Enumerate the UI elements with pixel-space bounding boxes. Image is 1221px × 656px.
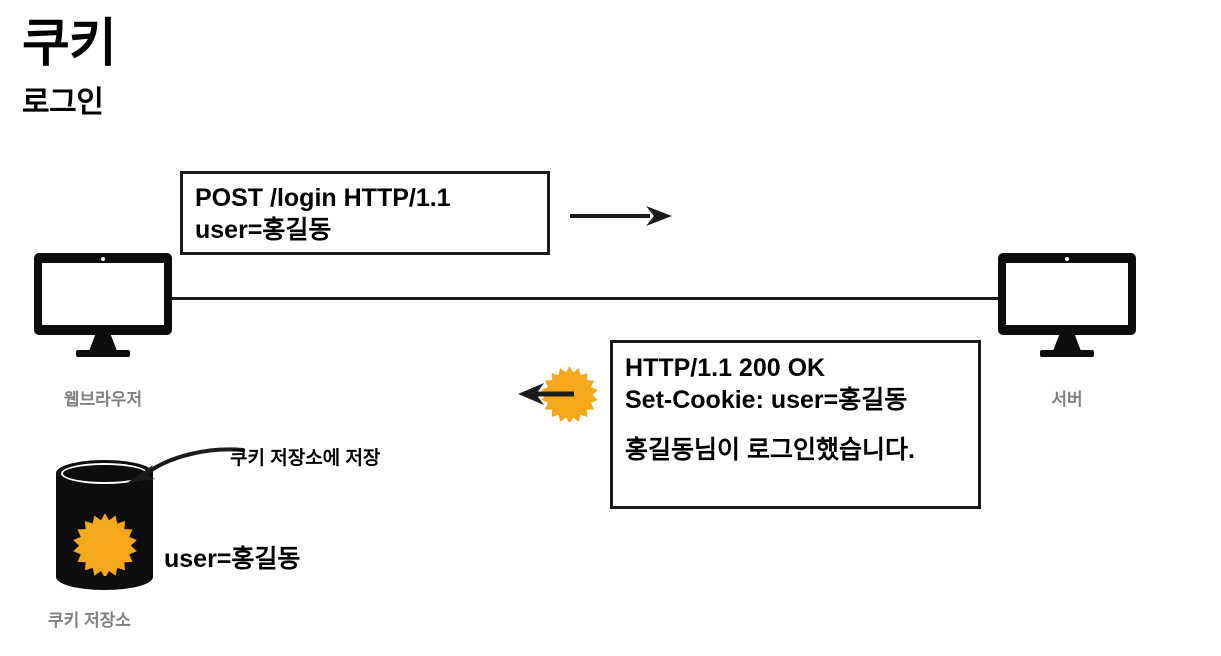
server-label: 서버 [1051, 390, 1083, 409]
browser-monitor-icon [34, 253, 172, 358]
response-set-cookie-line: Set-Cookie: user=홍길동 [625, 386, 908, 414]
request-path-bold: /login [270, 184, 337, 212]
response-arrow-icon [518, 383, 574, 405]
response-blank-line [625, 416, 966, 434]
http-request-box: POST /login HTTP/1.1 user=홍길동 [180, 171, 550, 255]
monitor-stand-neck [89, 335, 117, 351]
request-version: HTTP/1.1 [336, 184, 451, 212]
cookie-storage-label: 쿠키 저장소 [48, 611, 131, 630]
monitor-webcam-dot [101, 257, 105, 261]
response-status-line: HTTP/1.1 200 OK [625, 354, 826, 382]
http-response-box: HTTP/1.1 200 OK Set-Cookie: user=홍길동 홍길동… [610, 340, 981, 509]
cookie-value-label: user=홍길동 [164, 545, 301, 573]
request-line-2: user=홍길동 [195, 216, 332, 244]
network-link-line [170, 297, 1000, 300]
monitor-screen [1006, 263, 1128, 325]
monitor-stand-base [76, 350, 130, 357]
monitor-webcam-dot [1065, 257, 1069, 261]
monitor-screen [42, 263, 164, 325]
request-method-plain: POST [195, 184, 271, 212]
browser-label: 웹브라우저 [63, 390, 143, 409]
page-subtitle: 로그인 [22, 86, 104, 119]
store-note-label: 쿠키 저장소에 저장 [230, 448, 381, 469]
request-line-1: POST /login HTTP/1.1 [195, 182, 535, 214]
response-body-line: 홍길동님이 로그인했습니다. [625, 436, 915, 464]
page-title: 쿠키 [22, 15, 117, 73]
monitor-stand-neck [1053, 335, 1081, 351]
monitor-stand-base [1040, 350, 1094, 357]
request-arrow-icon [570, 206, 672, 226]
store-cookie-arrow-icon [127, 447, 245, 483]
stored-cookie-starburst-icon [73, 513, 137, 576]
server-monitor-icon [998, 253, 1136, 358]
